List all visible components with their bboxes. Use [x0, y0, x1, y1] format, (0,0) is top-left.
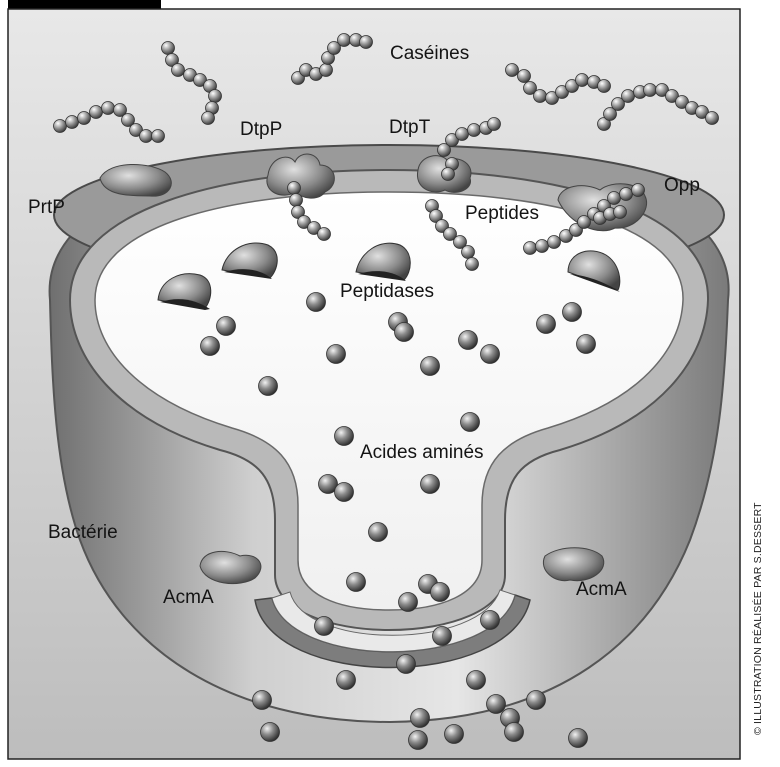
amino-acid: [431, 583, 450, 602]
amino-acid: [335, 483, 354, 502]
chain-bead: [54, 120, 67, 133]
chain-bead: [102, 102, 115, 115]
chain-bead: [320, 64, 333, 77]
amino-acid: [577, 335, 596, 354]
amino-acid: [569, 729, 588, 748]
chain-bead: [576, 74, 589, 87]
chain-bead: [288, 182, 301, 195]
chain-bead: [202, 112, 215, 125]
amino-acid: [337, 671, 356, 690]
amino-acid: [481, 611, 500, 630]
chain-bead: [632, 184, 645, 197]
amino-acid: [459, 331, 478, 350]
chain-bead: [78, 112, 91, 125]
amino-acid: [421, 475, 440, 494]
chain-bead: [338, 34, 351, 47]
amino-acid: [307, 293, 326, 312]
label-prtp: PrtP: [28, 198, 65, 217]
chain-bead: [140, 130, 153, 143]
chain-bead: [90, 106, 103, 119]
chain-bead: [524, 242, 537, 255]
amino-acid: [433, 627, 452, 646]
chain-bead: [608, 192, 621, 205]
chain-bead: [598, 80, 611, 93]
chain-bead: [518, 70, 531, 83]
chain-bead: [644, 84, 657, 97]
amino-acid: [481, 345, 500, 364]
amino-acid: [445, 725, 464, 744]
label-dtpp: DtpP: [240, 120, 282, 139]
amino-acid: [261, 723, 280, 742]
amino-acid: [369, 523, 388, 542]
chain-bead: [172, 64, 185, 77]
amino-acid: [409, 731, 428, 750]
chain-bead: [548, 236, 561, 249]
amino-acid: [461, 413, 480, 432]
chain-bead: [360, 36, 373, 49]
chain-bead: [318, 228, 331, 241]
amino-acid: [537, 315, 556, 334]
label-peptidases: Peptidases: [340, 282, 434, 301]
amino-acid: [217, 317, 236, 336]
amino-acid: [327, 345, 346, 364]
label-opp: Opp: [664, 176, 700, 195]
amino-acid: [487, 695, 506, 714]
amino-acid: [505, 723, 524, 742]
label-caseines: Caséines: [390, 44, 469, 63]
chain-bead: [620, 188, 633, 201]
label-acides-amines: Acides aminés: [360, 443, 484, 462]
label-dtpt: DtpT: [389, 118, 430, 137]
chain-bead: [462, 246, 475, 259]
chain-bead: [536, 240, 549, 253]
amino-acid: [347, 573, 366, 592]
chain-bead: [466, 258, 479, 271]
label-acma-left: AcmA: [163, 588, 214, 607]
chain-bead: [506, 64, 519, 77]
amino-acid: [335, 427, 354, 446]
amino-acid: [253, 691, 272, 710]
chain-bead: [152, 130, 165, 143]
amino-acid: [527, 691, 546, 710]
chain-bead: [706, 112, 719, 125]
chain-bead: [290, 194, 303, 207]
label-acma-right: AcmA: [576, 580, 627, 599]
amino-acid: [395, 323, 414, 342]
chain-bead: [488, 118, 501, 131]
amino-acid: [399, 593, 418, 612]
amino-acid: [397, 655, 416, 674]
chain-bead: [614, 206, 627, 219]
chain-bead: [442, 168, 455, 181]
amino-acid: [315, 617, 334, 636]
chain-bead: [456, 128, 469, 141]
chain-bead: [162, 42, 175, 55]
acma-right-protein: [543, 548, 603, 581]
illustration-credit: © ILLUSTRATION RÉALISÉE PAR S.DESSERT: [752, 502, 764, 735]
amino-acid: [201, 337, 220, 356]
chain-bead: [209, 90, 222, 103]
chain-bead: [534, 90, 547, 103]
amino-acid: [467, 671, 486, 690]
amino-acid: [421, 357, 440, 376]
chain-bead: [622, 90, 635, 103]
label-bacterie: Bactérie: [48, 523, 118, 542]
amino-acid: [259, 377, 278, 396]
amino-acid: [563, 303, 582, 322]
label-peptides: Peptides: [465, 204, 539, 223]
amino-acid: [411, 709, 430, 728]
chain-bead: [468, 124, 481, 137]
chain-bead: [66, 116, 79, 129]
